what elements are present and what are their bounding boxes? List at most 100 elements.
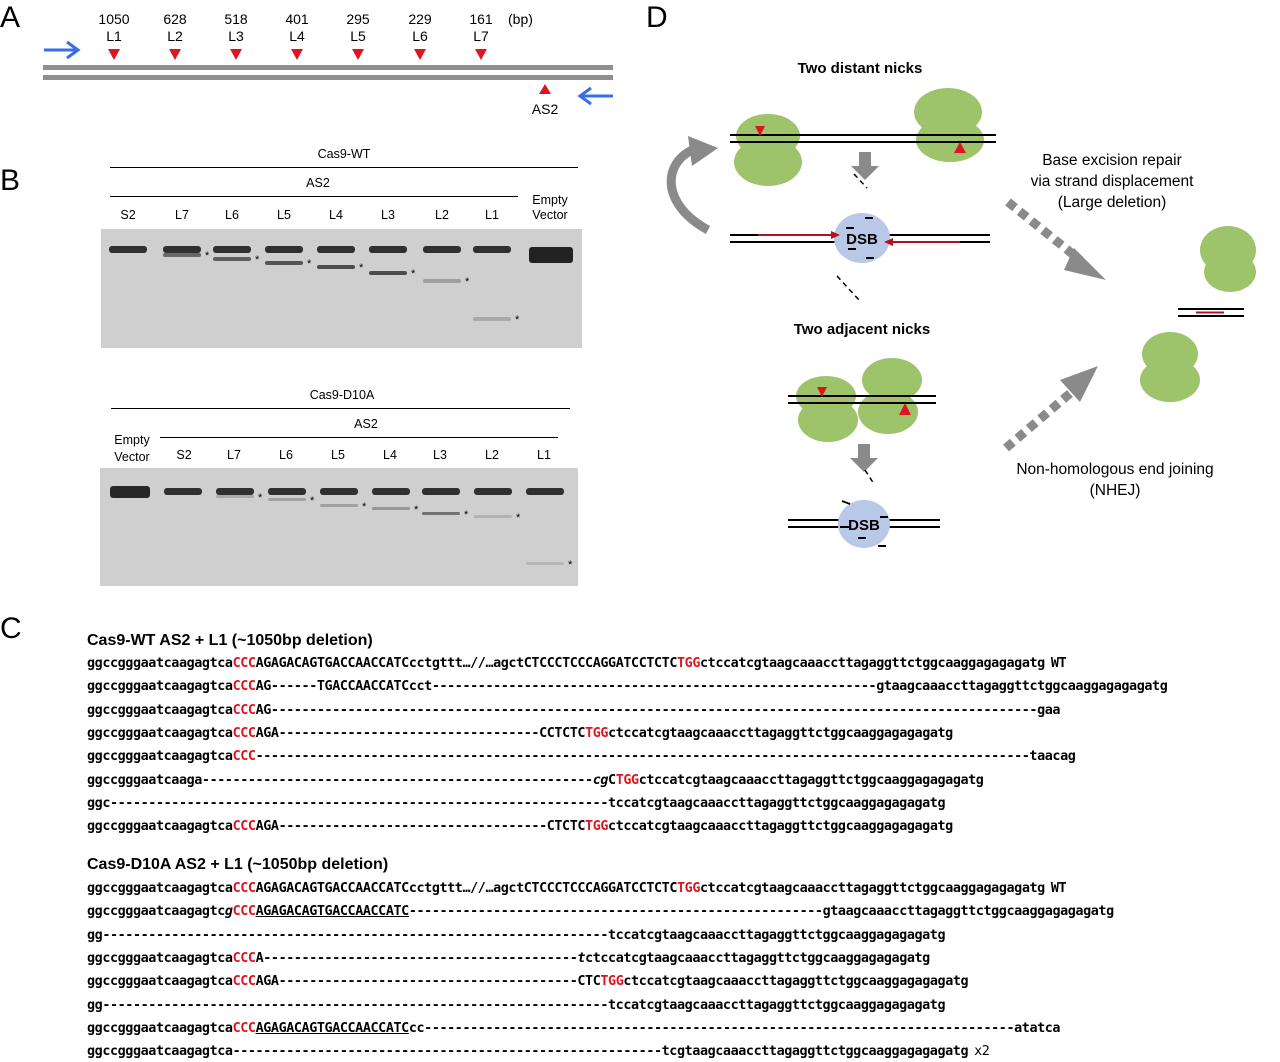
top-strand [43,65,613,70]
gel1-deletion-marker: * [411,268,416,280]
gel2-lane-l7: L7 [227,448,241,462]
d10a-sequence-row: ggccgggaatcaagagtcaCCCA-----------------… [87,950,930,966]
gel2-control-band [110,486,150,498]
wt-sequence-row: ggccgggaatcaagagtcaCCCAGAGACAGTGACCAACCA… [87,656,1067,671]
cycle-arrow [666,136,718,234]
site-label-l3: L3 [228,28,244,44]
ber-note: Base excision repair via strand displace… [1031,150,1194,213]
gel2-deletion-marker: * [568,559,573,571]
nhej-pathway-arrow [1003,366,1098,452]
gel2-lane-l3: L3 [433,448,447,462]
distant-nicks-title: Two distant nicks [797,60,923,77]
gel1-deletion-marker: * [255,254,260,266]
gel2-lane-l5: L5 [331,448,345,462]
gel2-deletion-marker: * [310,495,315,507]
gel2-deletion-marker: * [258,492,263,504]
gel1-control-band [529,247,573,263]
panel-label-a: A [0,1,21,34]
gel1-lane-l7: L7 [175,208,189,222]
ber-note-line1: Base excision repair [1042,152,1182,169]
nick-marker-l3 [230,49,242,60]
gel1-title: Cas9-WT [317,147,371,161]
gel1-lane-l3: L3 [381,208,395,222]
gel1-deletion-marker: * [515,314,520,326]
d10a-sequence-row: ggccgggaatcaagagtcgCCCAGAGACAGTGACCAACCA… [87,904,1114,920]
gel1-deletion-band [317,265,355,269]
fragment-size-229: 229 [408,11,432,27]
repair-mechanism-diagram: DSB [666,88,1256,548]
gel1-parent-band [265,246,303,253]
gel1-deletion-marker: * [307,258,312,270]
gel2-image: ******* [100,468,578,586]
gel1-empty-label: Empty [532,193,568,207]
wt-wt-label: WT [1050,656,1067,671]
wt-sequence-row: ggccgggaatcaagagtcaCCCAG----------------… [87,702,1061,718]
gel1-lane-s2: S2 [120,208,136,222]
gel1-image: ******* [101,229,582,348]
gel1-lane-l4: L4 [329,208,343,222]
d10a-wt-label: WT [1050,881,1067,896]
gel2-parent-band [268,488,306,495]
gel1-group-label: AS2 [306,176,330,190]
gel1-vector-label: Vector [532,208,568,222]
gel2-title-line [111,408,570,409]
repeat-count-label: x2 [974,1044,990,1060]
gel2-lane-l4: L4 [383,448,397,462]
as2-nick-marker [539,84,551,94]
reverse-primer-arrow [577,86,613,106]
wt-sequence-title: Cas9-WT AS2 + L1 (~1050bp deletion) [87,632,373,649]
nhej-note: Non-homologous end joining (NHEJ) [1016,459,1213,501]
gel1-deletion-band [213,257,251,261]
nhej-note-line2: (NHEJ) [1089,482,1141,499]
gel2-deletion-band [216,495,254,498]
wt-sequence-row: ggccgggaatcaagagtcaCCCAGA---------------… [87,725,953,741]
adjacent-nick-bottom [899,403,911,415]
gel1-group-line [110,196,518,197]
wt-sequence-row: ggccgggaatcaagagtcaCCCAG------TGACCAACCA… [87,679,1168,695]
panel-label-d: D [646,1,668,34]
dsb-strand-displacement [730,213,990,263]
fragment-size-628: 628 [163,11,187,27]
ber-note-line3: (Large deletion) [1057,194,1167,211]
dsb-label-bottom: DSB [848,517,880,534]
fragment-size-401: 401 [285,11,309,27]
as2-site-label: AS2 [531,101,559,117]
bp-unit-label: (bp) [508,11,533,27]
gel1-deletion-band [423,279,461,283]
gel2-group-line [160,437,558,438]
nick-marker-l5 [352,49,364,60]
site-label-l2: L2 [167,28,183,44]
fragment-size-518: 518 [224,11,248,27]
gel2-lane-l6: L6 [279,448,293,462]
gel2-deletion-band [268,498,306,501]
dsb-nhej [788,500,940,548]
nick-marker-l7 [475,49,487,60]
panel-label-c: C [0,612,22,645]
d10a-sequence-row: ggccgggaatcaagagtcaCCCAGAGACAGTGACCAACCA… [87,1020,1061,1036]
gel2-lane-l1: L1 [537,448,551,462]
gel2-lane-l2: L2 [485,448,499,462]
gel2-parent-band [216,488,254,495]
d10a-sequence-row: ggccgggaatcaagagtcaCCCAGAGACAGTGACCAACCA… [87,881,1067,896]
gel1-lane-l6: L6 [225,208,239,222]
gel1-deletion-marker: * [205,250,210,262]
gel1-parent-band [213,246,251,253]
bottom-strand [43,75,613,80]
wt-sequence-row: ggccgggaatcaaga-------------------------… [87,772,984,788]
gel2-deletion-marker: * [362,501,367,513]
d10a-sequence-row: ggccgggaatcaagagtcaCCCAGA---------------… [87,974,969,990]
panel-label-b: B [0,164,21,197]
gel1-parent-band [163,246,201,253]
gel2-title: Cas9-D10A [309,388,375,402]
gel2-parent-band [474,488,512,495]
gel2-deletion-band [526,562,564,565]
ber-pathway-arrow [1005,198,1106,280]
gel2-lane-s2: S2 [176,448,192,462]
gel1-parent-band [317,246,355,253]
site-label-l1: L1 [106,28,122,44]
gel1-lane-l2: L2 [435,208,449,222]
d10a-sequence-title: Cas9-D10A AS2 + L1 (~1050bp deletion) [87,856,389,873]
nick-marker-l6 [414,49,426,60]
gel2-group-label: AS2 [354,417,378,431]
